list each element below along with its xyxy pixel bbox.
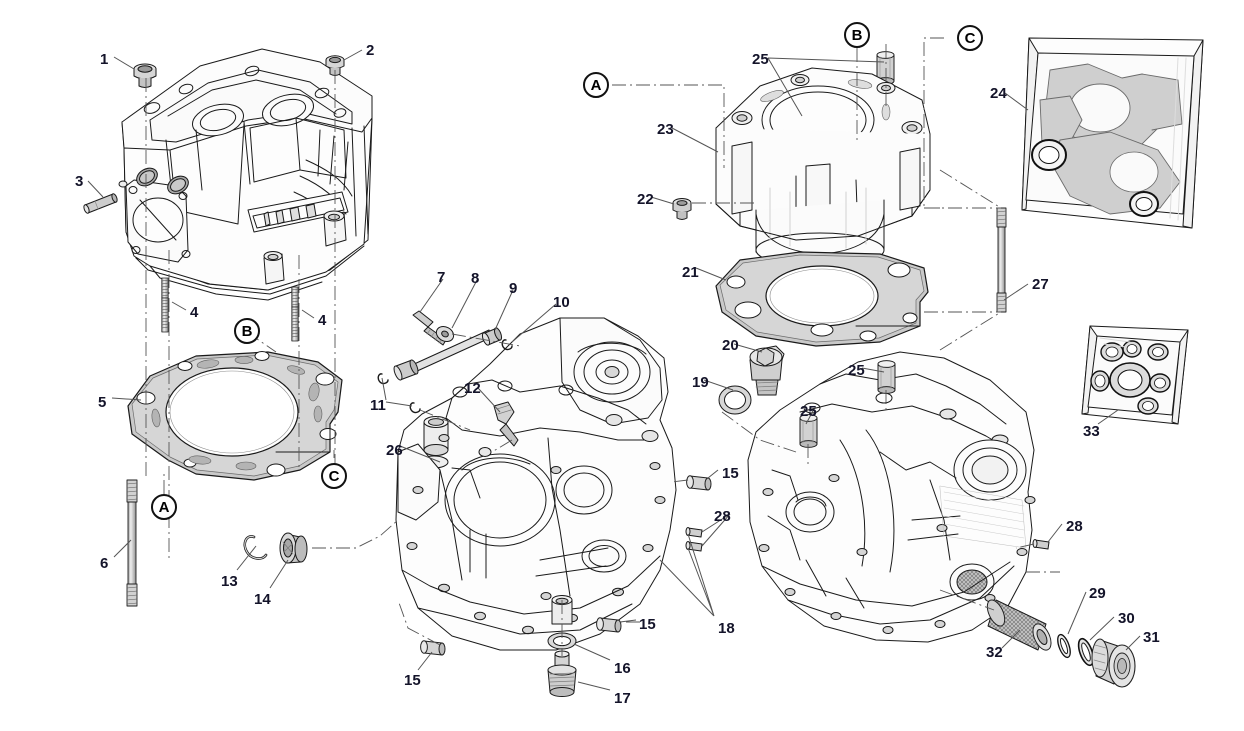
callout-24: 24 [990,85,1007,102]
part-17-drain-plug [547,650,577,697]
callout-31: 31 [1143,629,1160,646]
tensioner-rod-assembly [377,310,513,414]
callout-10: 10 [553,294,570,311]
callout-25-case-lower: 25 [800,403,817,420]
callout-29: 29 [1089,585,1106,602]
callout-11: 11 [370,397,386,414]
callout-15-upper-right: 15 [722,465,739,482]
part-28-grub-screws-right [1032,539,1050,550]
part-14-bearing-bush [279,532,308,564]
section-mark-b-gasket: B [234,318,260,344]
callout-23: 23 [657,121,674,138]
cylinder-head-casting [118,48,373,301]
callout-19: 19 [692,374,709,391]
callout-25-case-upper: 25 [848,362,865,379]
part-19-o-ring [718,385,752,415]
callout-4-left: 4 [190,304,199,321]
part-27-long-stud [996,207,1007,313]
callout-28-right: 28 [1066,518,1083,535]
part-32-oil-filter-screen [986,599,1052,651]
leader-lines [87,49,1141,691]
part-15-dowel-upper-right [686,475,712,491]
callout-16: 16 [614,660,631,677]
callout-33: 33 [1083,423,1100,440]
right-crankcase-half [747,351,1036,643]
part-24-gasket-set-bag [1021,37,1204,229]
callout-14: 14 [254,591,271,608]
callout-17: 17 [614,690,631,707]
part-12-oil-jet [493,401,519,447]
part-23-cylinder-barrel [715,67,931,268]
callout-9: 9 [509,280,518,297]
callout-13: 13 [221,573,238,590]
part-4-stud-left [161,277,169,333]
part-29-shim-washer [1057,633,1071,659]
callout-3: 3 [75,173,84,190]
part-13-retaining-clip [243,535,268,560]
section-mark-a-gasket: A [151,494,177,520]
section-mark-c-gasket: C [321,463,347,489]
callout-22: 22 [637,191,654,208]
part-15-dowel-lower-left [420,640,446,656]
part-25-dowel-case-right [877,360,896,394]
part-30-o-ring-filter [1077,637,1095,667]
callout-21: 21 [682,264,699,281]
part-15-dowel-lower-mid [596,617,622,633]
callout-15-lower-left: 15 [404,672,421,689]
callout-2: 2 [366,42,375,59]
part-33-seal-kit-bag [1081,325,1189,425]
section-mark-b-cylinder: B [844,22,870,48]
callout-26: 26 [386,442,403,459]
callout-4-right: 4 [318,312,327,329]
part-4-stud-right [291,286,299,342]
callout-15-lower-mid: 15 [639,616,656,633]
part-21-base-gasket [715,251,929,347]
callout-20: 20 [722,337,739,354]
callout-25-cylinder: 25 [752,51,769,68]
part-3-dowel-pin [83,193,118,214]
part-1-plug [133,63,157,88]
part-22-cylinder-plug [672,198,692,220]
callout-30: 30 [1118,610,1135,627]
section-mark-c-cylinder: C [957,25,983,51]
callout-8: 8 [471,270,480,287]
part-31-filter-cap [1091,638,1136,688]
callout-27: 27 [1032,276,1049,293]
callout-1: 1 [100,51,109,68]
part-28-grub-screws-left [685,527,703,552]
section-mark-a-cylinder: A [583,72,609,98]
part-5-head-gasket [127,351,343,481]
callout-18: 18 [718,620,735,637]
callout-6: 6 [100,555,109,572]
callout-7: 7 [437,269,446,286]
part-18-left-crankcase-half [395,317,677,651]
callout-12: 12 [464,380,481,397]
callout-32: 32 [986,644,1003,661]
part-20-filler-plug [749,345,785,396]
callout-5: 5 [98,394,107,411]
callout-28-left: 28 [714,508,731,525]
